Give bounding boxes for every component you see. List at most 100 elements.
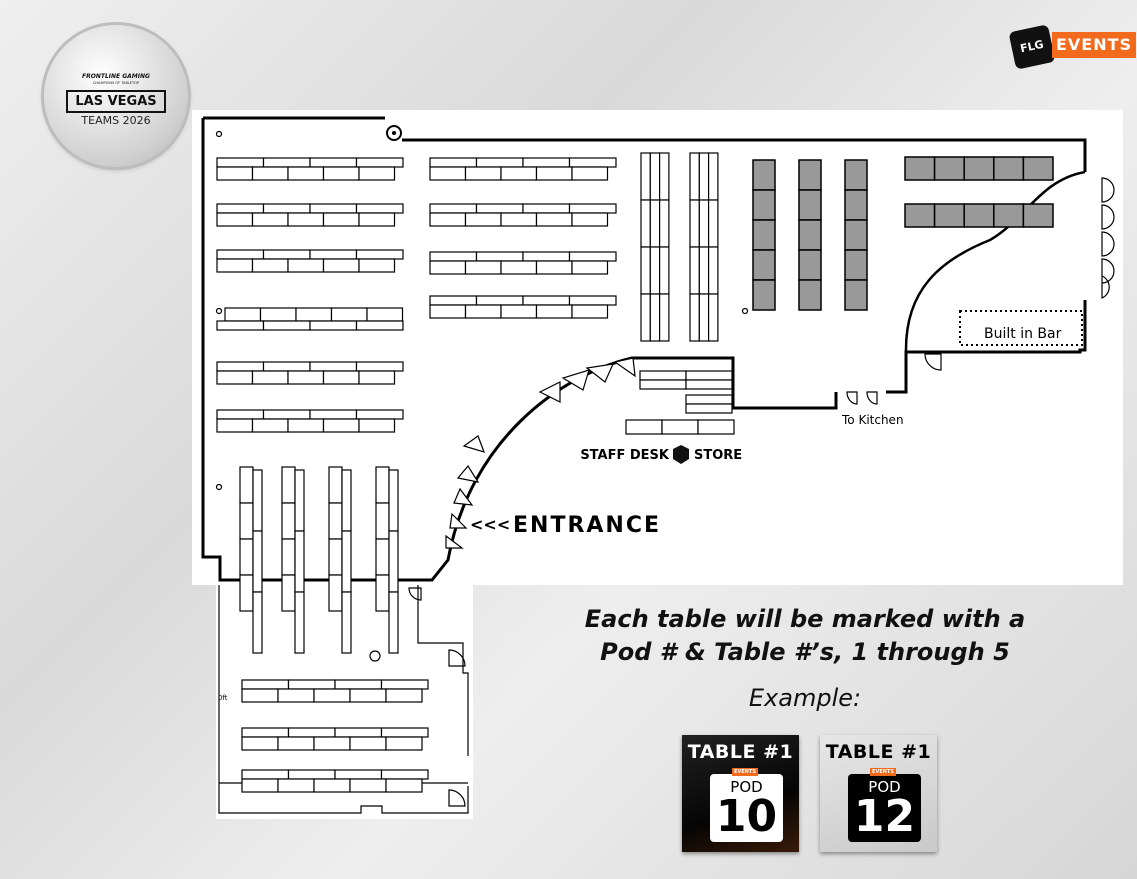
badge-event: TEAMS 2026 — [81, 114, 151, 127]
table — [798, 219, 822, 251]
table — [216, 258, 254, 273]
table — [698, 152, 710, 201]
table — [251, 212, 289, 227]
example-label: Example: — [748, 684, 862, 712]
table — [355, 157, 404, 168]
table — [658, 246, 670, 295]
table — [388, 530, 399, 593]
table — [752, 159, 776, 191]
table — [475, 295, 524, 306]
table — [251, 258, 289, 273]
table — [349, 778, 387, 793]
table — [707, 152, 719, 201]
table — [689, 199, 700, 248]
table — [385, 778, 423, 793]
table — [328, 502, 343, 540]
card-pod-box: POD 12 — [848, 774, 921, 842]
card-table-label: TABLE #1 — [687, 741, 794, 763]
table — [262, 409, 311, 420]
entrance-arrows: <<< — [470, 515, 510, 534]
table — [349, 736, 387, 751]
table — [568, 251, 617, 262]
table — [385, 688, 423, 703]
table — [322, 418, 360, 433]
table — [685, 370, 733, 381]
table — [216, 166, 254, 181]
table — [752, 189, 776, 221]
table — [239, 574, 254, 612]
table — [535, 166, 573, 181]
table — [388, 591, 399, 654]
table — [625, 419, 663, 435]
table — [239, 466, 254, 504]
table — [281, 466, 296, 504]
table — [313, 688, 351, 703]
table — [844, 249, 868, 281]
table — [429, 212, 467, 227]
table — [798, 159, 822, 191]
table — [262, 320, 311, 331]
table — [500, 260, 538, 275]
table — [287, 258, 325, 273]
table — [251, 166, 289, 181]
table — [216, 418, 254, 433]
table — [752, 279, 776, 311]
table — [251, 370, 289, 385]
table — [429, 157, 478, 168]
table — [500, 304, 538, 319]
table — [241, 736, 279, 751]
card-pod-label: POD — [868, 778, 901, 796]
table — [429, 251, 478, 262]
table — [380, 727, 429, 738]
table — [571, 260, 609, 275]
table — [334, 679, 383, 690]
badge-tagline: CHAMPIONS OF TABLETOP — [92, 81, 140, 85]
note-line-2: Pod # & Table #’s, 1 through 5 — [600, 638, 1010, 666]
table — [281, 538, 296, 576]
table — [262, 361, 311, 372]
table — [313, 778, 351, 793]
table — [689, 246, 700, 295]
table — [241, 727, 290, 738]
table — [685, 403, 733, 414]
table — [216, 409, 265, 420]
badge-brand: FRONTLINE GAMING — [82, 73, 150, 80]
table — [322, 370, 360, 385]
table — [294, 469, 305, 532]
table — [322, 212, 360, 227]
table — [294, 530, 305, 593]
table — [355, 361, 404, 372]
table — [277, 688, 315, 703]
table — [375, 574, 390, 612]
table — [375, 502, 390, 540]
table — [933, 156, 965, 181]
table — [685, 394, 733, 405]
table — [429, 260, 467, 275]
table — [309, 409, 358, 420]
table — [322, 166, 360, 181]
table — [216, 361, 265, 372]
table — [640, 152, 651, 201]
table — [844, 189, 868, 221]
table — [259, 307, 297, 322]
table — [640, 199, 651, 248]
table — [287, 370, 325, 385]
table — [277, 736, 315, 751]
table — [241, 769, 290, 780]
table — [349, 688, 387, 703]
table — [375, 538, 390, 576]
table — [568, 203, 617, 214]
table — [707, 199, 719, 248]
table — [224, 307, 262, 322]
table — [358, 418, 396, 433]
table — [698, 199, 710, 248]
table — [993, 156, 1025, 181]
table — [294, 591, 305, 654]
scale-label: 0ft — [218, 694, 228, 702]
table — [287, 418, 325, 433]
table — [464, 212, 502, 227]
columns — [215, 130, 749, 491]
built-in-bar-outline — [959, 310, 1083, 346]
table — [358, 212, 396, 227]
table — [904, 203, 936, 228]
